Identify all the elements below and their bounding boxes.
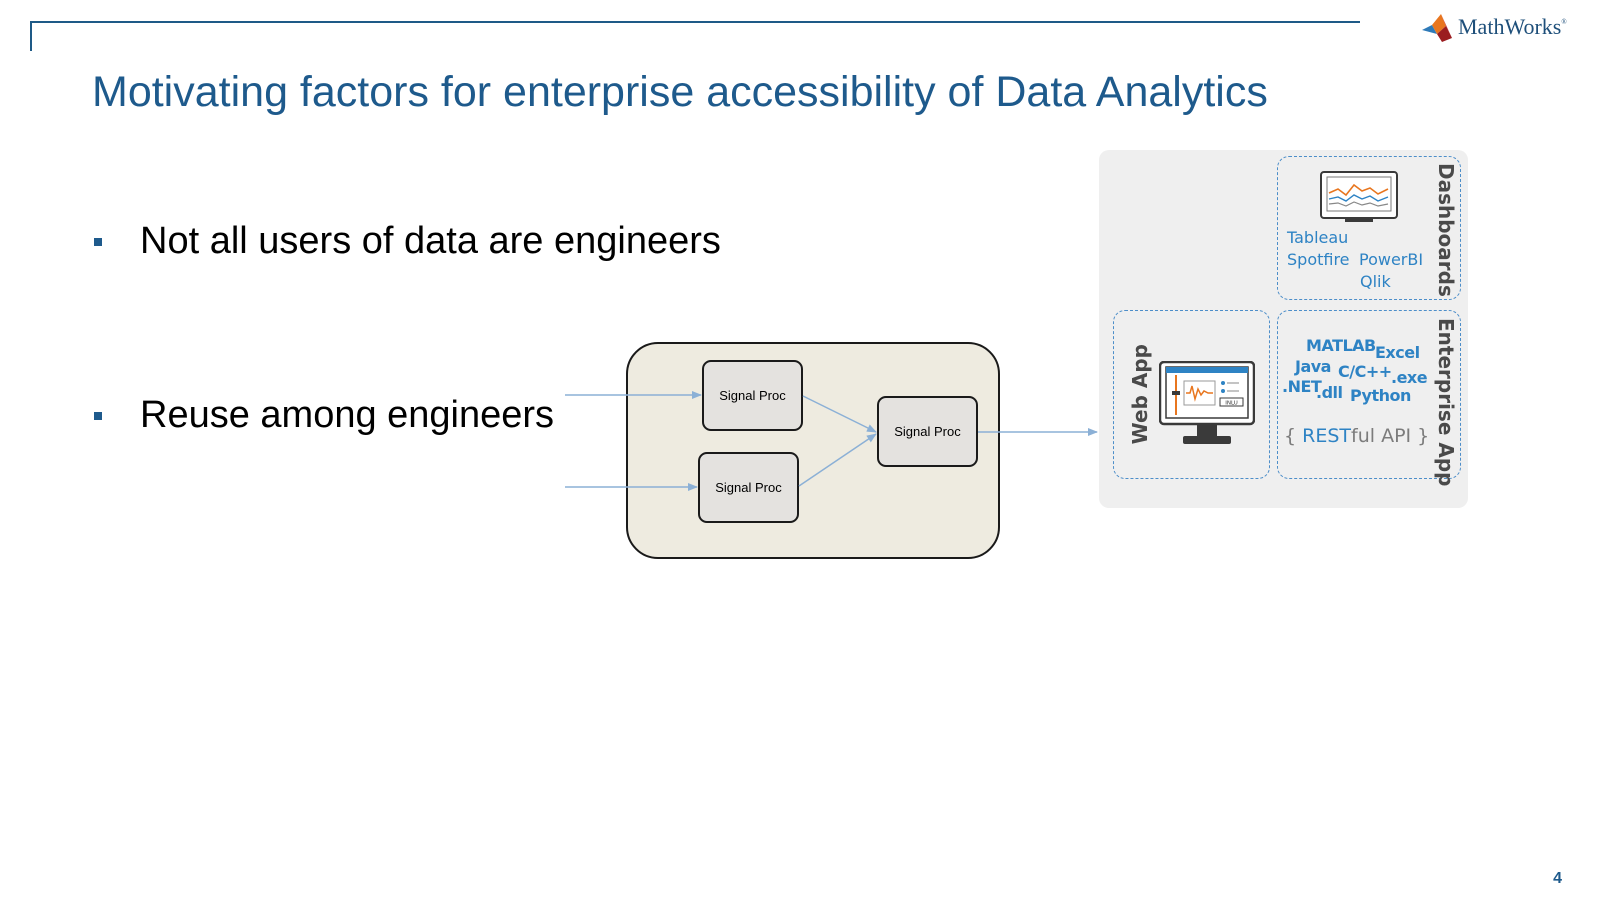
logo-text: MathWorks xyxy=(1458,14,1562,39)
mathworks-logo: MathWorks ® xyxy=(1420,12,1567,42)
dashboard-tool-label: PowerBI xyxy=(1359,250,1424,269)
language-label: .dll xyxy=(1316,383,1343,402)
slide-title: Motivating factors for enterprise access… xyxy=(92,68,1268,116)
bullet-marker xyxy=(94,411,102,420)
api-brace-close: } xyxy=(1411,425,1430,447)
dashboard-tool-label: Qlik xyxy=(1360,272,1391,291)
api-rest-suffix: ful API xyxy=(1351,425,1412,447)
language-label: MATLAB xyxy=(1306,336,1376,355)
web-app-ui-button: INLU xyxy=(1225,401,1238,407)
monitor-icon: INLU xyxy=(1159,361,1255,444)
dashboards-label: Dashboards xyxy=(1434,163,1458,297)
enterprise-app-label: Enterprise App xyxy=(1434,318,1458,487)
enterprise-app-box xyxy=(1277,310,1461,479)
bullet-item: Reuse among engineers xyxy=(94,394,554,437)
language-label: Excel xyxy=(1375,343,1420,362)
mathworks-membrane-icon xyxy=(1422,14,1452,42)
page-number: 4 xyxy=(1553,870,1562,887)
api-brace-open: { xyxy=(1284,425,1303,447)
dashboard-tool-label: Tableau xyxy=(1287,228,1349,247)
merge-arrow xyxy=(798,433,877,487)
signal-proc-label: Signal Proc xyxy=(715,480,782,495)
language-label: Java xyxy=(1295,357,1331,376)
merge-arrow xyxy=(802,395,877,433)
bullet-text: Not all users of data are engineers xyxy=(140,220,721,262)
signal-proc-box: Signal Proc xyxy=(698,452,799,523)
signal-proc-label: Signal Proc xyxy=(719,388,786,403)
orange-waveform-icon xyxy=(1186,385,1213,402)
api-rest: REST xyxy=(1302,425,1352,447)
language-label: Python xyxy=(1350,386,1411,405)
bullet-marker xyxy=(94,237,102,246)
bullet-text: Reuse among engineers xyxy=(140,394,555,436)
dashboards-box xyxy=(1277,156,1461,300)
line-chart-icon xyxy=(1320,171,1398,222)
web-app-box xyxy=(1113,310,1270,479)
signal-proc-box: Signal Proc xyxy=(702,360,803,431)
signal-proc-box: Signal Proc xyxy=(877,396,978,467)
signal-proc-label: Signal Proc xyxy=(894,424,961,439)
restful-api-label: { RESTful API } xyxy=(1284,425,1429,447)
logo-registered-mark: ® xyxy=(1561,18,1567,26)
language-label: .NET xyxy=(1282,377,1322,396)
language-label: .exe xyxy=(1391,368,1428,387)
deployment-targets-panel xyxy=(1099,150,1468,508)
language-label: C/C++ xyxy=(1338,362,1392,381)
dashboard-tool-label: Spotfire xyxy=(1287,250,1350,269)
top-rule xyxy=(30,21,1360,23)
bullet-item: Not all users of data are engineers xyxy=(94,220,721,263)
top-rule-corner xyxy=(30,21,32,51)
web-app-label: Web App xyxy=(1128,344,1152,445)
